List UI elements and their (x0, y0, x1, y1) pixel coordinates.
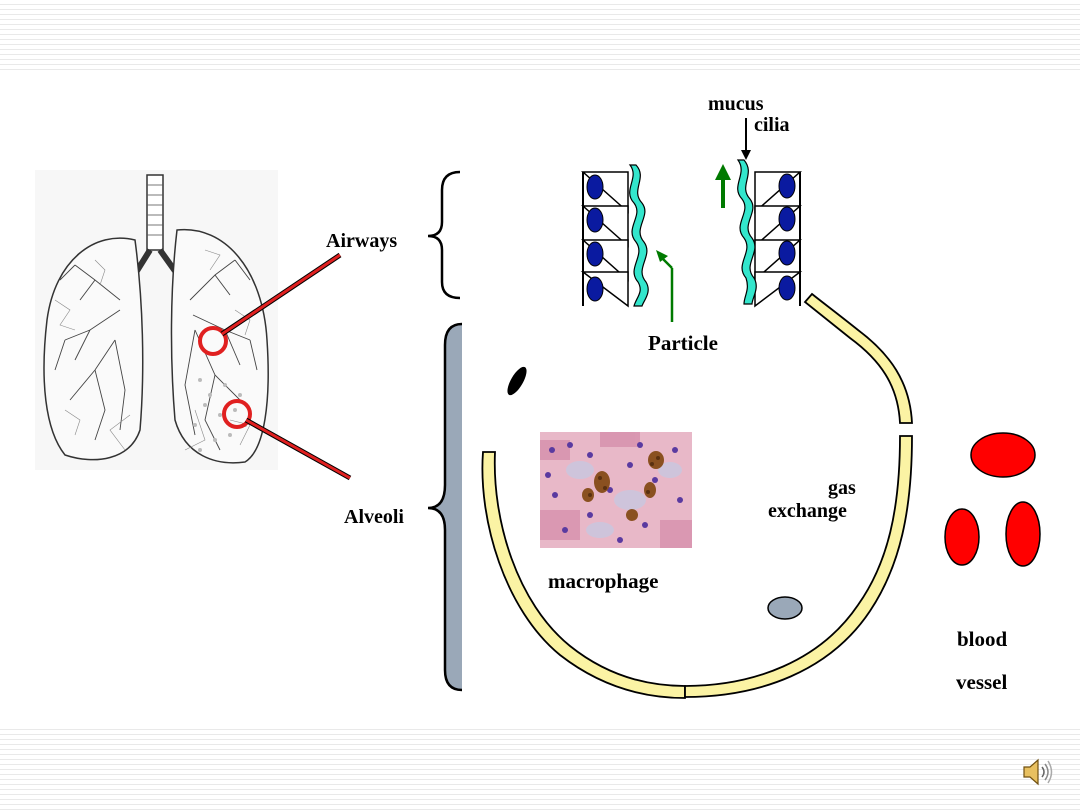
exchange-label: exchange (768, 500, 847, 522)
speaker-icon[interactable] (1020, 757, 1056, 792)
particle-label: Particle (648, 331, 718, 355)
cell-nucleus (778, 275, 796, 301)
particle-arrow (656, 250, 674, 322)
vessel-label: vessel (956, 670, 1008, 694)
red-blood-cell (1005, 501, 1041, 567)
grey-cell (767, 596, 803, 620)
alveoli-highlight-circle (222, 399, 252, 429)
alveoli-label: Alveoli (344, 506, 404, 528)
blood-label: blood (957, 627, 1008, 651)
cell-nucleus (778, 206, 796, 232)
airways-label: Airways (326, 230, 398, 252)
alveolar-wall (481, 292, 913, 699)
cell-nucleus (586, 276, 604, 302)
alveoli-brace (427, 322, 463, 692)
cell-nucleus (778, 173, 796, 199)
red-blood-cells (944, 432, 1041, 567)
cell-nucleus (586, 174, 604, 200)
particle (507, 366, 527, 396)
mucus-layer-left (628, 164, 649, 307)
macrophage-micrograph (540, 432, 692, 548)
cell-nucleus (778, 240, 796, 266)
right-airway-epithelium (736, 159, 803, 308)
red-blood-cell (944, 508, 980, 566)
alveoli-brace-fill (428, 324, 462, 690)
cell-nucleus (586, 207, 604, 233)
cell-nucleus (586, 241, 604, 267)
airways-brace (427, 170, 461, 300)
mucus-label: mucus (708, 93, 764, 115)
gas-label: gas (828, 477, 856, 499)
left-airway-epithelium (580, 164, 649, 308)
airway-highlight-circle (198, 326, 228, 356)
mucus-layer-right (736, 159, 757, 305)
mucus-pointer-arrow (741, 150, 751, 160)
red-blood-cell (970, 432, 1036, 478)
mucus-flow-arrow (715, 164, 731, 208)
cilia-label: cilia (754, 114, 790, 136)
lungs-illustration (35, 170, 278, 470)
macrophage-label: macrophage (548, 569, 659, 593)
